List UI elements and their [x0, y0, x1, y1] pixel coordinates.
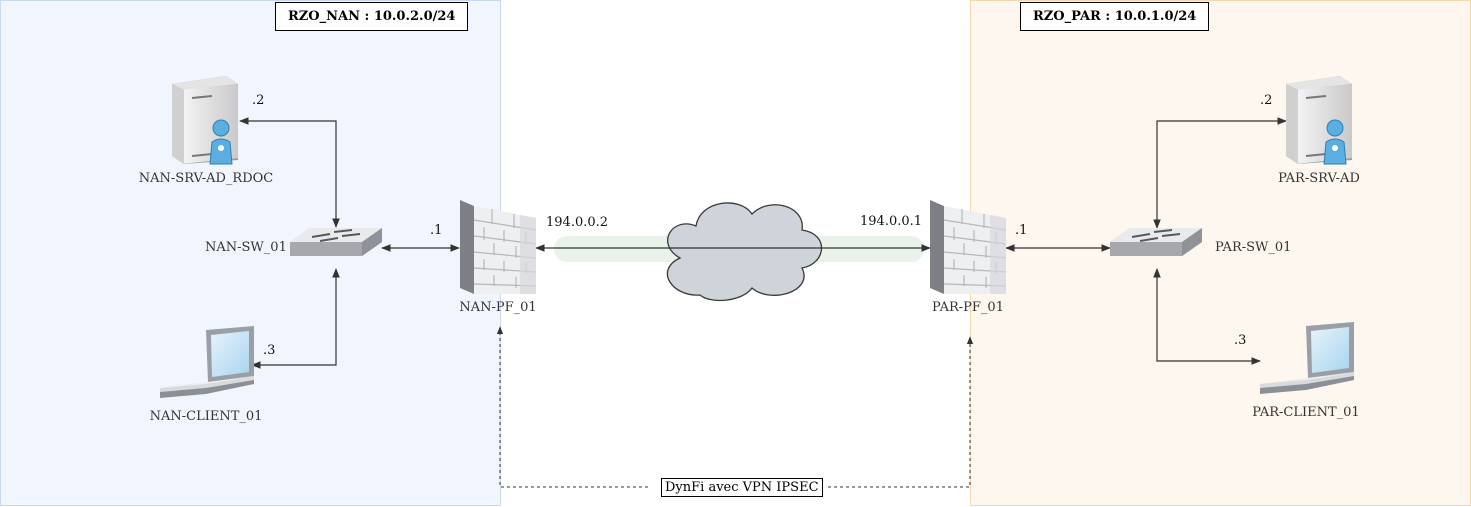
par-wan-ip-label: 194.0.0.1 — [860, 214, 923, 229]
link-par-srv-sw — [1153, 117, 1287, 229]
nan-srv-ip-label: .2 — [252, 93, 265, 108]
internet-cloud-icon — [666, 202, 823, 302]
nan-srv-label: NAN-SRV-AD_RDOC — [138, 171, 274, 186]
par-srv-label: PAR-SRV-AD — [1278, 171, 1360, 186]
par-fw-label: PAR-PF_01 — [932, 300, 1004, 315]
nan-fw-ip-label: .1 — [430, 223, 443, 238]
nan-sw-label: NAN-SW_01 — [205, 240, 287, 255]
nan-client-label: NAN-CLIENT_01 — [149, 409, 263, 424]
par-client-label: PAR-CLIENT_01 — [1252, 405, 1360, 420]
connectors — [239, 117, 1287, 488]
par-client-ip-label: .3 — [1234, 333, 1247, 348]
nan-srv-server-user-icon — [171, 75, 239, 165]
link-nan-srv-sw — [239, 117, 340, 228]
zone-par — [970, 0, 1471, 506]
link-nan-client-sw — [251, 268, 340, 369]
zone-nan-title: RZO_NAN : 10.0.2.0/24 — [275, 2, 469, 31]
par-srv-server-user-icon — [1285, 75, 1353, 165]
mgmt-link-nan — [496, 326, 648, 488]
par-srv-ip-label: .2 — [1260, 93, 1273, 108]
nan-fw-label: NAN-PF_01 — [459, 300, 537, 315]
nan-client-ip-label: .3 — [263, 343, 276, 358]
link-par-client-sw — [1153, 268, 1261, 365]
par-sw-label: PAR-SW_01 — [1215, 240, 1292, 255]
dynfi-vpn-label: DynFi avec VPN IPSEC — [661, 478, 823, 497]
zone-par-title: RZO_PAR : 10.0.1.0/24 — [1020, 2, 1210, 31]
nan-wan-ip-label: 194.0.0.2 — [546, 215, 609, 230]
par-fw-ip-label: .1 — [1015, 223, 1028, 238]
nan-fw-firewall-icon — [459, 199, 537, 295]
zone-nan — [0, 0, 501, 506]
mgmt-link-par — [828, 336, 974, 488]
